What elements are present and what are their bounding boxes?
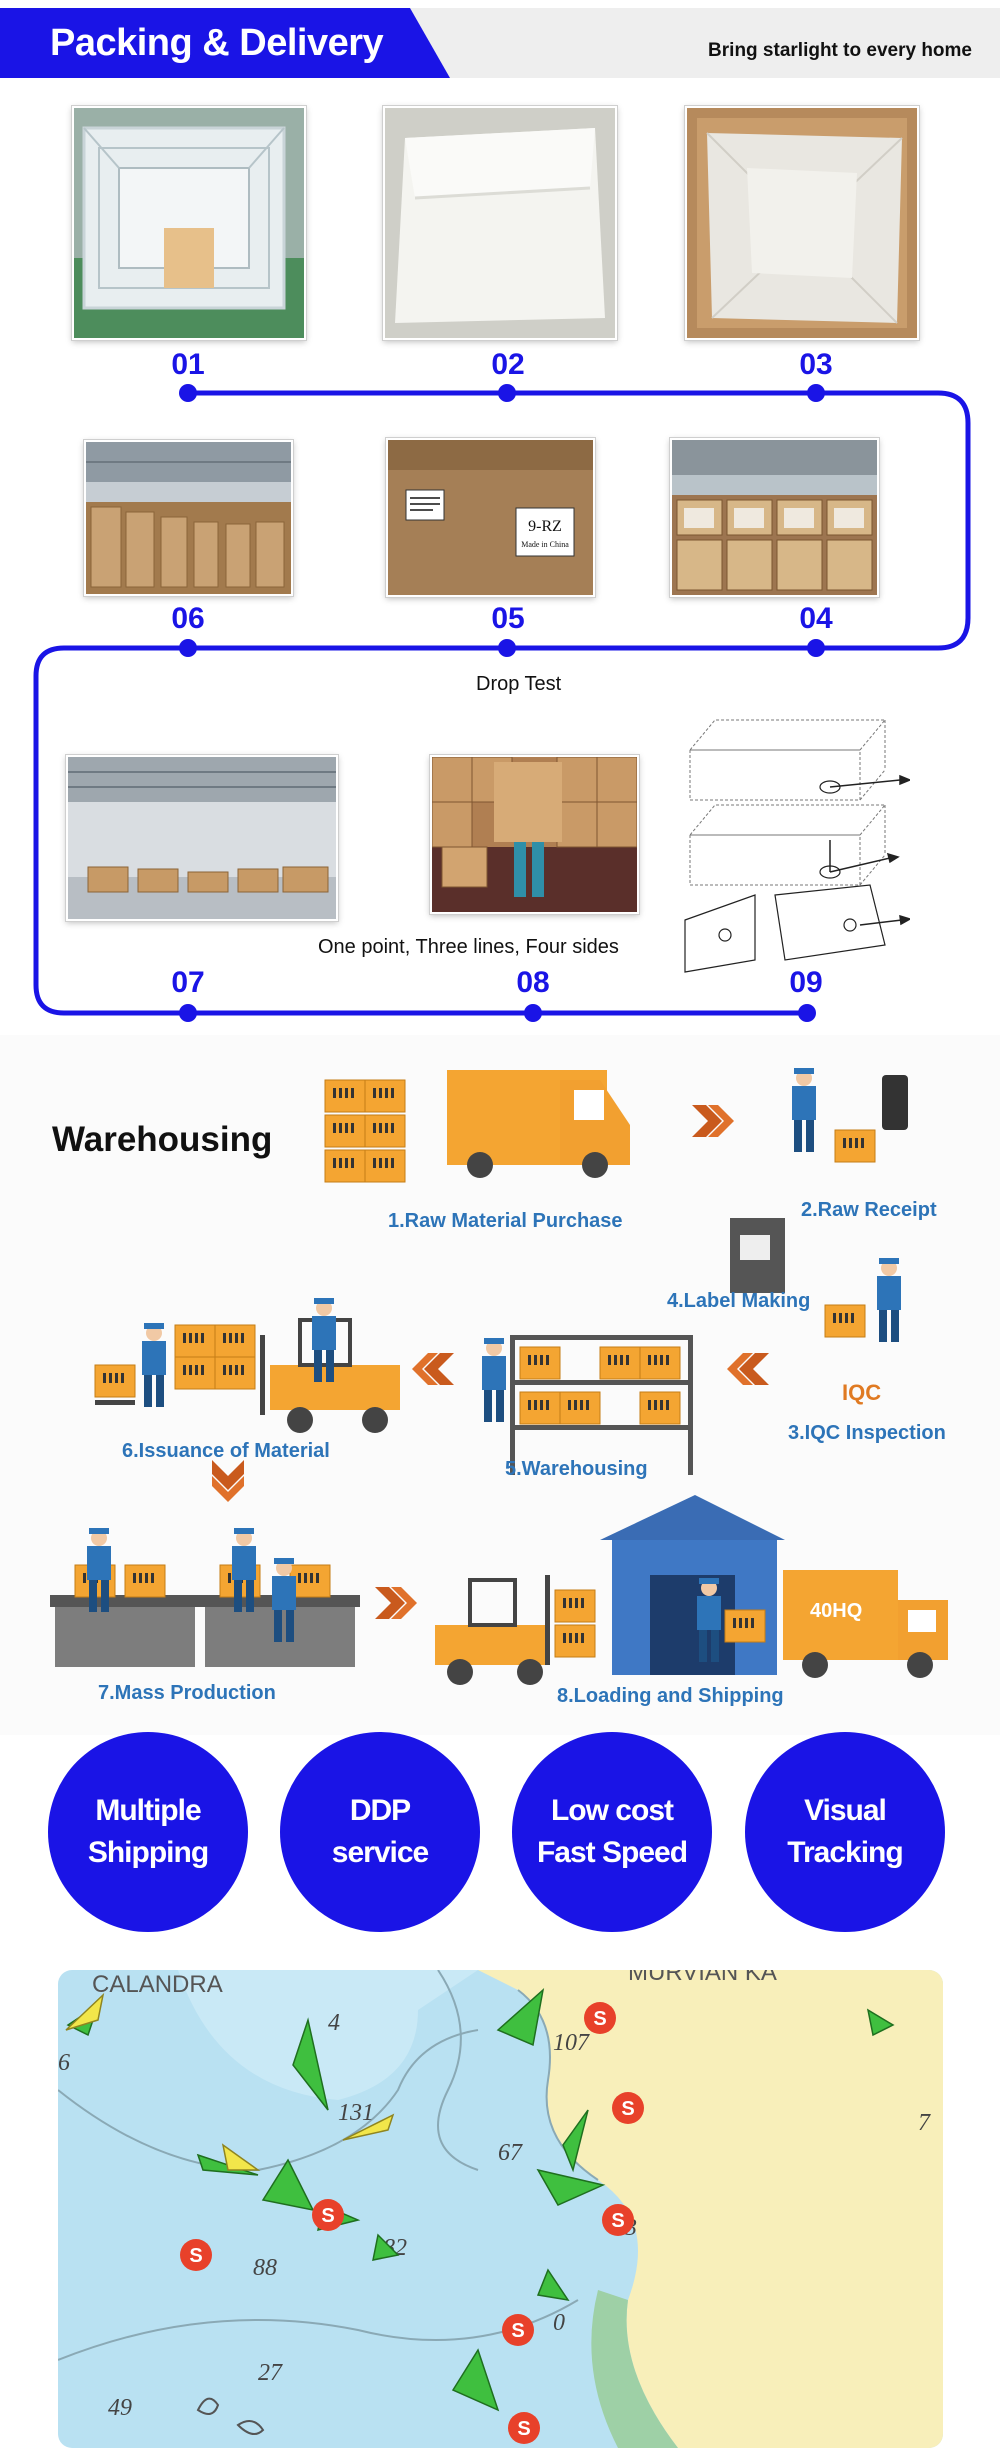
timeline-dot — [498, 384, 516, 402]
map-depth: 6 — [58, 2050, 70, 2076]
timeline-dot — [524, 1004, 542, 1022]
map-depth: 0 — [553, 2310, 565, 2336]
packing-photo-08 — [430, 755, 639, 914]
box-label: 9-RZ — [528, 518, 562, 535]
map-label-murvian: MURVIAN KA — [628, 1970, 777, 1986]
feature-line: Low cost — [550, 1794, 674, 1827]
step-number-04: 04 — [799, 602, 833, 635]
step-number-01: 01 — [171, 348, 205, 381]
map-depth: 131 — [338, 2100, 374, 2126]
tracking-map: S CALANDRA MURVIAN KA 6 4 107 131 67 88 … — [58, 1970, 943, 2448]
step-number-03: 03 — [799, 348, 833, 381]
header-tab — [0, 8, 450, 78]
truck-label: 40HQ — [810, 1600, 862, 1622]
timeline-dot — [179, 1004, 197, 1022]
map-depth: 67 — [498, 2140, 523, 2166]
map-depth: 4 — [328, 2010, 340, 2036]
step-raw-material-purchase: 1.Raw Material Purchase — [388, 1210, 623, 1232]
timeline-dot — [807, 639, 825, 657]
packing-photo-01 — [72, 106, 306, 340]
timeline-dot — [498, 639, 516, 657]
map-label-calandra: CALANDRA — [92, 1971, 223, 1998]
one-point-caption: One point, Three lines, Four sides — [318, 936, 619, 958]
timeline-dot — [179, 639, 197, 657]
iqc-label: IQC — [842, 1380, 881, 1405]
map-depth: 7 — [918, 2110, 931, 2136]
warehousing-title: Warehousing — [52, 1120, 273, 1159]
timeline-dot — [807, 384, 825, 402]
step-mass-production: 7.Mass Production — [98, 1682, 276, 1704]
feature-line: Shipping — [87, 1836, 209, 1869]
header-slogan: Bring starlight to every home — [708, 40, 972, 61]
feature-line: DDP — [349, 1794, 411, 1827]
step-number-05: 05 — [491, 602, 525, 635]
feature-ddp-service: DDP service — [280, 1732, 480, 1932]
map-depth: 107 — [553, 2030, 590, 2056]
step-issuance-of-material: 6.Issuance of Material — [122, 1440, 330, 1462]
step-number-09: 09 — [789, 966, 823, 999]
feature-line: Fast Speed — [536, 1836, 688, 1869]
step-number-06: 06 — [171, 602, 205, 635]
packing-photo-03 — [685, 106, 919, 340]
feature-line: Visual — [804, 1794, 887, 1827]
step-iqc-inspection: 3.IQC Inspection — [788, 1422, 946, 1444]
step-number-08: 08 — [516, 966, 550, 999]
timeline-dot — [798, 1004, 816, 1022]
box-label-sub: Made in China — [521, 540, 569, 549]
map-depth: 27 — [258, 2360, 283, 2386]
packing-photo-05: 9-RZ Made in China — [386, 438, 595, 597]
step-number-07: 07 — [171, 966, 205, 999]
packing-photo-07 — [66, 755, 338, 921]
step-raw-receipt: 2.Raw Receipt — [801, 1199, 937, 1221]
step-label-making: 4.Label Making — [667, 1290, 811, 1312]
drop-test-caption: Drop Test — [476, 673, 562, 695]
warehousing-illustration: IQC 40HQ — [50, 1068, 948, 1685]
feature-line: service — [331, 1836, 429, 1869]
map-depth: 49 — [108, 2395, 132, 2421]
feature-line: Tracking — [787, 1836, 903, 1869]
step-warehousing: 5.Warehousing — [505, 1458, 648, 1480]
packing-photo-02 — [383, 106, 617, 340]
timeline-dot — [179, 384, 197, 402]
step-number-02: 02 — [491, 348, 525, 381]
map-depth: 88 — [253, 2255, 277, 2281]
page-title: Packing & Delivery — [50, 22, 384, 64]
packing-photo-04 — [670, 438, 879, 597]
drop-test-diagram — [684, 719, 910, 973]
packing-photo-06 — [84, 440, 293, 596]
step-loading-and-shipping: 8.Loading and Shipping — [557, 1685, 784, 1707]
feature-line: Multiple — [95, 1794, 201, 1827]
